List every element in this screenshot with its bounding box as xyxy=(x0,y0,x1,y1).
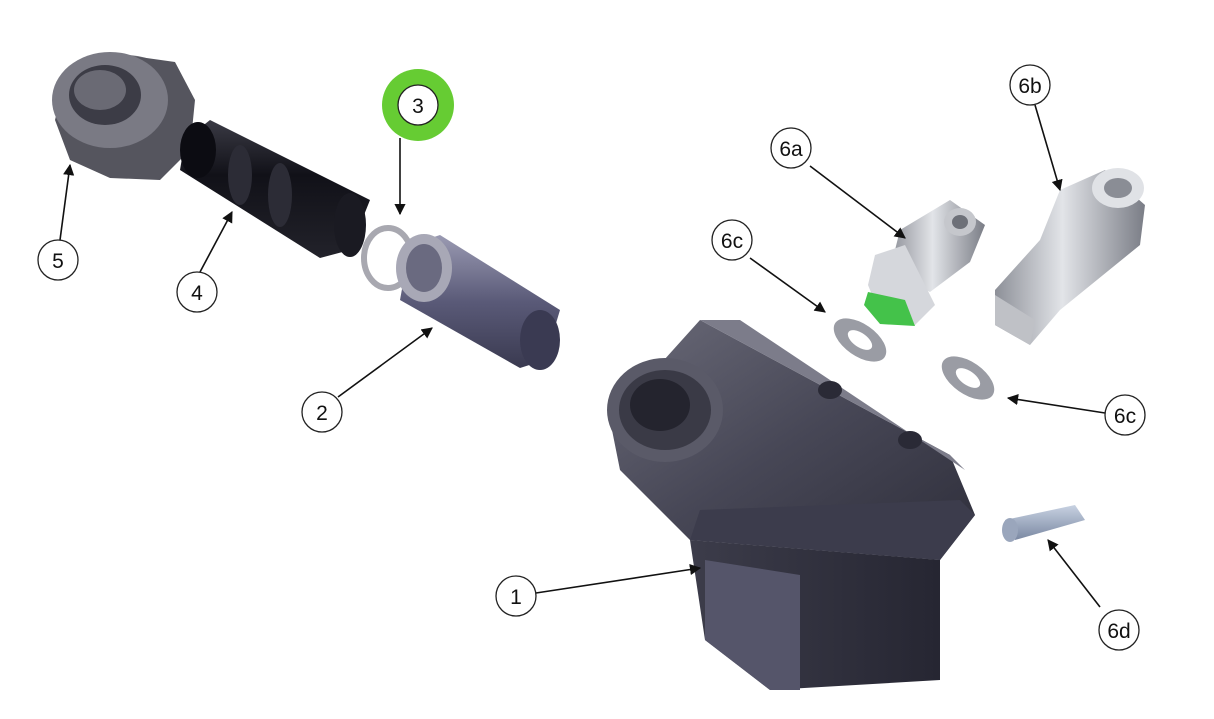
callout-6d-label: 6d xyxy=(1107,620,1130,643)
part-6c-washer-lower xyxy=(941,356,995,400)
part-1-body xyxy=(607,320,975,690)
part-6d-set-screw xyxy=(1002,505,1085,542)
callout-2-label: 2 xyxy=(316,402,328,425)
part-4-hose-barb xyxy=(180,120,370,258)
callout-6b: 6b xyxy=(1009,64,1051,106)
callout-5: 5 xyxy=(37,239,79,281)
callout-6c-upper: 6c xyxy=(711,219,753,261)
callout-4-label: 4 xyxy=(191,282,203,305)
part-5-nut xyxy=(52,52,195,180)
part-6c-washer-upper xyxy=(833,318,887,362)
callout-6a: 6a xyxy=(770,127,812,169)
callout-6d: 6d xyxy=(1098,609,1140,651)
callout-6c-lower-label: 6c xyxy=(1114,405,1136,428)
callout-4: 4 xyxy=(176,271,218,313)
callout-6b-label: 6b xyxy=(1018,75,1041,98)
leader-lines xyxy=(59,104,1106,608)
callout-6c-upper-label: 6c xyxy=(721,230,743,253)
callout-6c-lower: 6c xyxy=(1104,394,1146,436)
callout-5-label: 5 xyxy=(52,250,64,273)
callout-2: 2 xyxy=(301,391,343,433)
part-6b-coupler xyxy=(995,168,1145,345)
callout-3-highlighted: 3 xyxy=(382,69,454,141)
part-6a-plug xyxy=(864,200,985,326)
part-2-sleeve xyxy=(396,234,560,370)
callout-1: 1 xyxy=(495,575,537,617)
callout-1-label: 1 xyxy=(510,586,522,609)
callout-6a-label: 6a xyxy=(779,138,803,161)
callout-3-label: 3 xyxy=(412,95,424,118)
